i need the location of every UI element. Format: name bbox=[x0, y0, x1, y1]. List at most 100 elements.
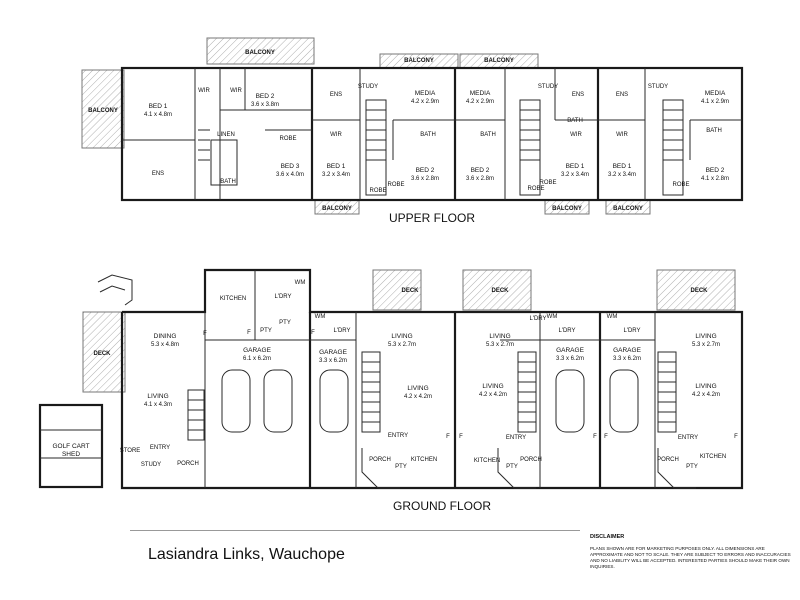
svg-text:ROBE: ROBE bbox=[527, 186, 544, 192]
ground-minor-labels: DECK DECK DECK DECK KITCHEN KITCHEN KITC… bbox=[93, 280, 738, 470]
svg-text:WM: WM bbox=[547, 314, 558, 320]
svg-text:BATH: BATH bbox=[480, 132, 496, 138]
svg-text:PTY: PTY bbox=[686, 464, 698, 470]
room-name: LIVING bbox=[695, 383, 716, 390]
ground-outer-wall bbox=[120, 268, 744, 490]
room-name: GARAGE bbox=[556, 347, 584, 354]
svg-text:ROBE: ROBE bbox=[387, 182, 404, 188]
room-size: 5.3 x 4.8m bbox=[151, 342, 179, 348]
svg-text:PTY: PTY bbox=[260, 328, 272, 334]
upper-minor-labels: BALCONY BALCONY BALCONY BALCONY BALCONY … bbox=[88, 50, 722, 212]
room-name: BED 1 bbox=[149, 103, 168, 110]
room-name: MEDIA bbox=[470, 90, 491, 97]
svg-text:ENS: ENS bbox=[152, 171, 164, 177]
room-name: BED 1 bbox=[327, 163, 346, 170]
svg-text:WM: WM bbox=[607, 314, 618, 320]
svg-text:BATH: BATH bbox=[706, 128, 722, 134]
room-size: 4.1 x 4.8m bbox=[144, 112, 172, 118]
room-size: 5.3 x 2.7m bbox=[486, 342, 514, 348]
svg-text:PORCH: PORCH bbox=[177, 461, 199, 467]
svg-text:DECK: DECK bbox=[690, 288, 708, 294]
room-size: 3.6 x 3.8m bbox=[251, 102, 279, 108]
car-icon bbox=[263, 369, 293, 433]
svg-text:ROBE: ROBE bbox=[279, 136, 296, 142]
room-size: 4.2 x 2.9m bbox=[466, 99, 494, 105]
upper-room-labels: BED 1 4.1 x 4.8m BED 2 3.6 x 3.8m BED 3 … bbox=[144, 90, 729, 182]
svg-text:BALCONY: BALCONY bbox=[613, 206, 643, 212]
svg-text:WIR: WIR bbox=[616, 132, 628, 138]
room-name: GARAGE bbox=[243, 347, 271, 354]
room-size: 3.6 x 2.8m bbox=[411, 176, 439, 182]
svg-text:STORE: STORE bbox=[120, 448, 141, 454]
room-size: 5.3 x 2.7m bbox=[692, 342, 720, 348]
svg-text:L'DRY: L'DRY bbox=[623, 328, 640, 334]
room-name: GARAGE bbox=[613, 347, 641, 354]
svg-text:F: F bbox=[459, 434, 463, 440]
svg-text:BALCONY: BALCONY bbox=[245, 50, 275, 56]
room-name: BED 3 bbox=[281, 163, 300, 170]
room-size: 4.2 x 2.9m bbox=[411, 99, 439, 105]
svg-text:BALCONY: BALCONY bbox=[88, 108, 118, 114]
ground-floor-title: GROUND FLOOR bbox=[393, 499, 491, 513]
room-size: 4.2 x 4.2m bbox=[479, 392, 507, 398]
room-size: 4.1 x 2.9m bbox=[701, 99, 729, 105]
room-name: DINING bbox=[154, 333, 177, 340]
room-size: 3.3 x 6.2m bbox=[613, 356, 641, 362]
svg-text:WIR: WIR bbox=[330, 132, 342, 138]
room-name: MEDIA bbox=[705, 90, 726, 97]
svg-text:F: F bbox=[734, 434, 738, 440]
svg-text:BATH: BATH bbox=[420, 132, 436, 138]
svg-text:STUDY: STUDY bbox=[538, 84, 558, 90]
svg-text:WIR: WIR bbox=[570, 132, 582, 138]
room-name: BED 1 bbox=[613, 163, 632, 170]
svg-text:STUDY: STUDY bbox=[141, 462, 161, 468]
room-name: LIVING bbox=[482, 383, 503, 390]
room-name: BED 2 bbox=[706, 167, 725, 174]
svg-text:ENS: ENS bbox=[330, 92, 342, 98]
svg-text:F: F bbox=[203, 331, 207, 337]
room-size: 3.2 x 3.4m bbox=[561, 172, 589, 178]
svg-text:PTY: PTY bbox=[506, 464, 518, 470]
svg-text:BALCONY: BALCONY bbox=[404, 58, 434, 64]
svg-text:L'DRY: L'DRY bbox=[333, 328, 350, 334]
room-name: BED 2 bbox=[416, 167, 435, 174]
svg-text:KITCHEN: KITCHEN bbox=[700, 454, 726, 460]
room-size: 4.1 x 4.3m bbox=[144, 402, 172, 408]
room-size: 3.6 x 2.8m bbox=[466, 176, 494, 182]
room-name: LIVING bbox=[407, 385, 428, 392]
car-icon bbox=[609, 369, 639, 433]
svg-text:PORCH: PORCH bbox=[657, 457, 679, 463]
svg-text:BALCONY: BALCONY bbox=[484, 58, 514, 64]
svg-text:STUDY: STUDY bbox=[358, 84, 378, 90]
ground-room-labels: DINING 5.3 x 4.8m LIVING 4.1 x 4.3m GARA… bbox=[144, 333, 720, 408]
upper-floor-plan: BED 1 4.1 x 4.8m BED 2 3.6 x 3.8m BED 3 … bbox=[81, 37, 744, 225]
golf-cart-shed: GOLF CART SHED bbox=[38, 403, 104, 489]
room-name: BED 2 bbox=[256, 93, 275, 100]
svg-text:F: F bbox=[247, 330, 251, 336]
property-title: Lasiandra Links, Wauchope bbox=[148, 546, 345, 563]
svg-text:DECK: DECK bbox=[401, 288, 419, 294]
svg-text:WM: WM bbox=[315, 314, 326, 320]
room-size: 4.1 x 2.8m bbox=[701, 176, 729, 182]
disclaimer-text: Plans shown are for marketing purposes o… bbox=[590, 546, 791, 569]
svg-text:ENTRY: ENTRY bbox=[506, 435, 526, 441]
svg-text:PORCH: PORCH bbox=[520, 457, 542, 463]
svg-text:BALCONY: BALCONY bbox=[552, 206, 582, 212]
car-icon bbox=[319, 369, 349, 433]
footer-divider bbox=[130, 530, 580, 531]
svg-text:ENS: ENS bbox=[616, 92, 628, 98]
svg-text:KITCHEN: KITCHEN bbox=[411, 457, 437, 463]
svg-text:WM: WM bbox=[295, 280, 306, 286]
svg-text:KITCHEN: KITCHEN bbox=[474, 458, 500, 464]
room-size: 4.2 x 4.2m bbox=[692, 392, 720, 398]
svg-text:WIR: WIR bbox=[198, 88, 210, 94]
room-size: 3.6 x 4.0m bbox=[276, 172, 304, 178]
room-name: LIVING bbox=[391, 333, 412, 340]
svg-text:ROBE: ROBE bbox=[369, 188, 386, 194]
deck-hatch bbox=[82, 311, 126, 393]
svg-text:F: F bbox=[446, 434, 450, 440]
room-size: 3.2 x 3.4m bbox=[608, 172, 636, 178]
room-size: 5.3 x 2.7m bbox=[388, 342, 416, 348]
svg-text:BATH: BATH bbox=[567, 118, 583, 124]
